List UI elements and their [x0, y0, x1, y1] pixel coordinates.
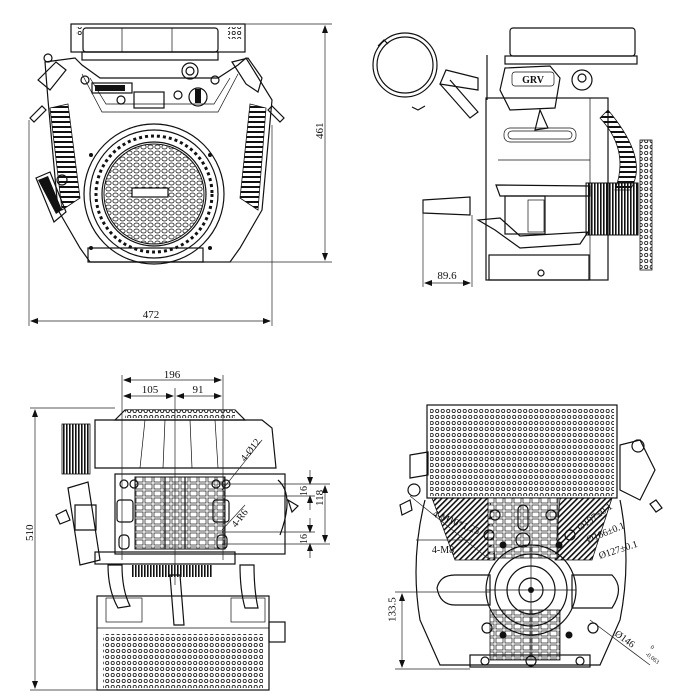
exhaust-pipe-left [107, 564, 131, 609]
side-cooling-fins [599, 109, 637, 191]
label-pilot-diameter: Ø146 [612, 629, 636, 651]
dim-front-height: 461 [314, 123, 326, 140]
bottom-housing [94, 419, 277, 469]
bottom-fin-block [61, 423, 91, 475]
muffler [96, 595, 270, 691]
choke-plate [133, 91, 165, 109]
screen-hub-slot [131, 187, 169, 198]
brand-badge: GRV [522, 75, 545, 86]
dim-shaft-offset: 89.6 [437, 270, 457, 282]
oil-fill-cap [181, 62, 199, 80]
spark-plug-left [29, 105, 47, 123]
dim-bottom-offset: 16 [299, 534, 310, 544]
mount-pads [134, 476, 226, 550]
dim-radius: 4-R6 [230, 507, 251, 530]
carburetor [499, 65, 561, 111]
label-pilot-tol-lower: -0.063 [644, 652, 660, 666]
regulator [35, 171, 67, 223]
dim-right-offset: 91 [193, 384, 204, 396]
rear-view: 4-M10*1.25 4-M8 Ø197±0.1 Ø166±0.1 Ø127±0… [387, 404, 663, 670]
dim-holes: 4-Ø12 [239, 437, 263, 464]
engine-shroud [44, 57, 273, 263]
side-fin-block [585, 182, 639, 236]
front-view: 461 472 [28, 23, 332, 326]
side-view: GRV 89.6 [372, 27, 653, 287]
side-air-cleaner [509, 27, 636, 57]
label-bolt-m8: 4-M8 [432, 545, 454, 556]
mount-face [114, 473, 286, 555]
blower-housing [83, 123, 225, 265]
dim-top-offset: 16 [299, 486, 310, 496]
dim-overall: 196 [164, 369, 181, 381]
fuel-pump [571, 69, 593, 91]
side-blower-vents [639, 139, 653, 271]
pto-shaft [422, 196, 471, 216]
throttle-bracket [91, 82, 133, 94]
air-cleaner-cover [82, 27, 219, 53]
dim-shaft-height: 133.5 [387, 597, 399, 622]
starter-motor [504, 195, 546, 235]
fuel-valve [188, 87, 208, 107]
dim-left-offset: 105 [142, 384, 159, 396]
cooling-fins-right [239, 103, 267, 211]
spark-plug-right [267, 105, 285, 123]
front-base [87, 247, 204, 263]
muffler-guard [103, 634, 263, 688]
exhaust-pipe-right [239, 564, 259, 609]
dim-mount-spacing: 118 [314, 489, 326, 506]
dim-front-width: 472 [143, 309, 160, 321]
air-filter-element [372, 32, 438, 98]
label-pcd-127: Ø127±0.1 [598, 539, 640, 562]
dim-bottom-height: 510 [24, 524, 36, 541]
cooling-fins-left [49, 103, 81, 211]
label-pilot-tol-upper: 0 [649, 645, 655, 652]
bottom-view: 196 105 91 510 118 16 16 4-Ø12 4-R6 [24, 369, 330, 691]
rear-base [469, 654, 591, 668]
